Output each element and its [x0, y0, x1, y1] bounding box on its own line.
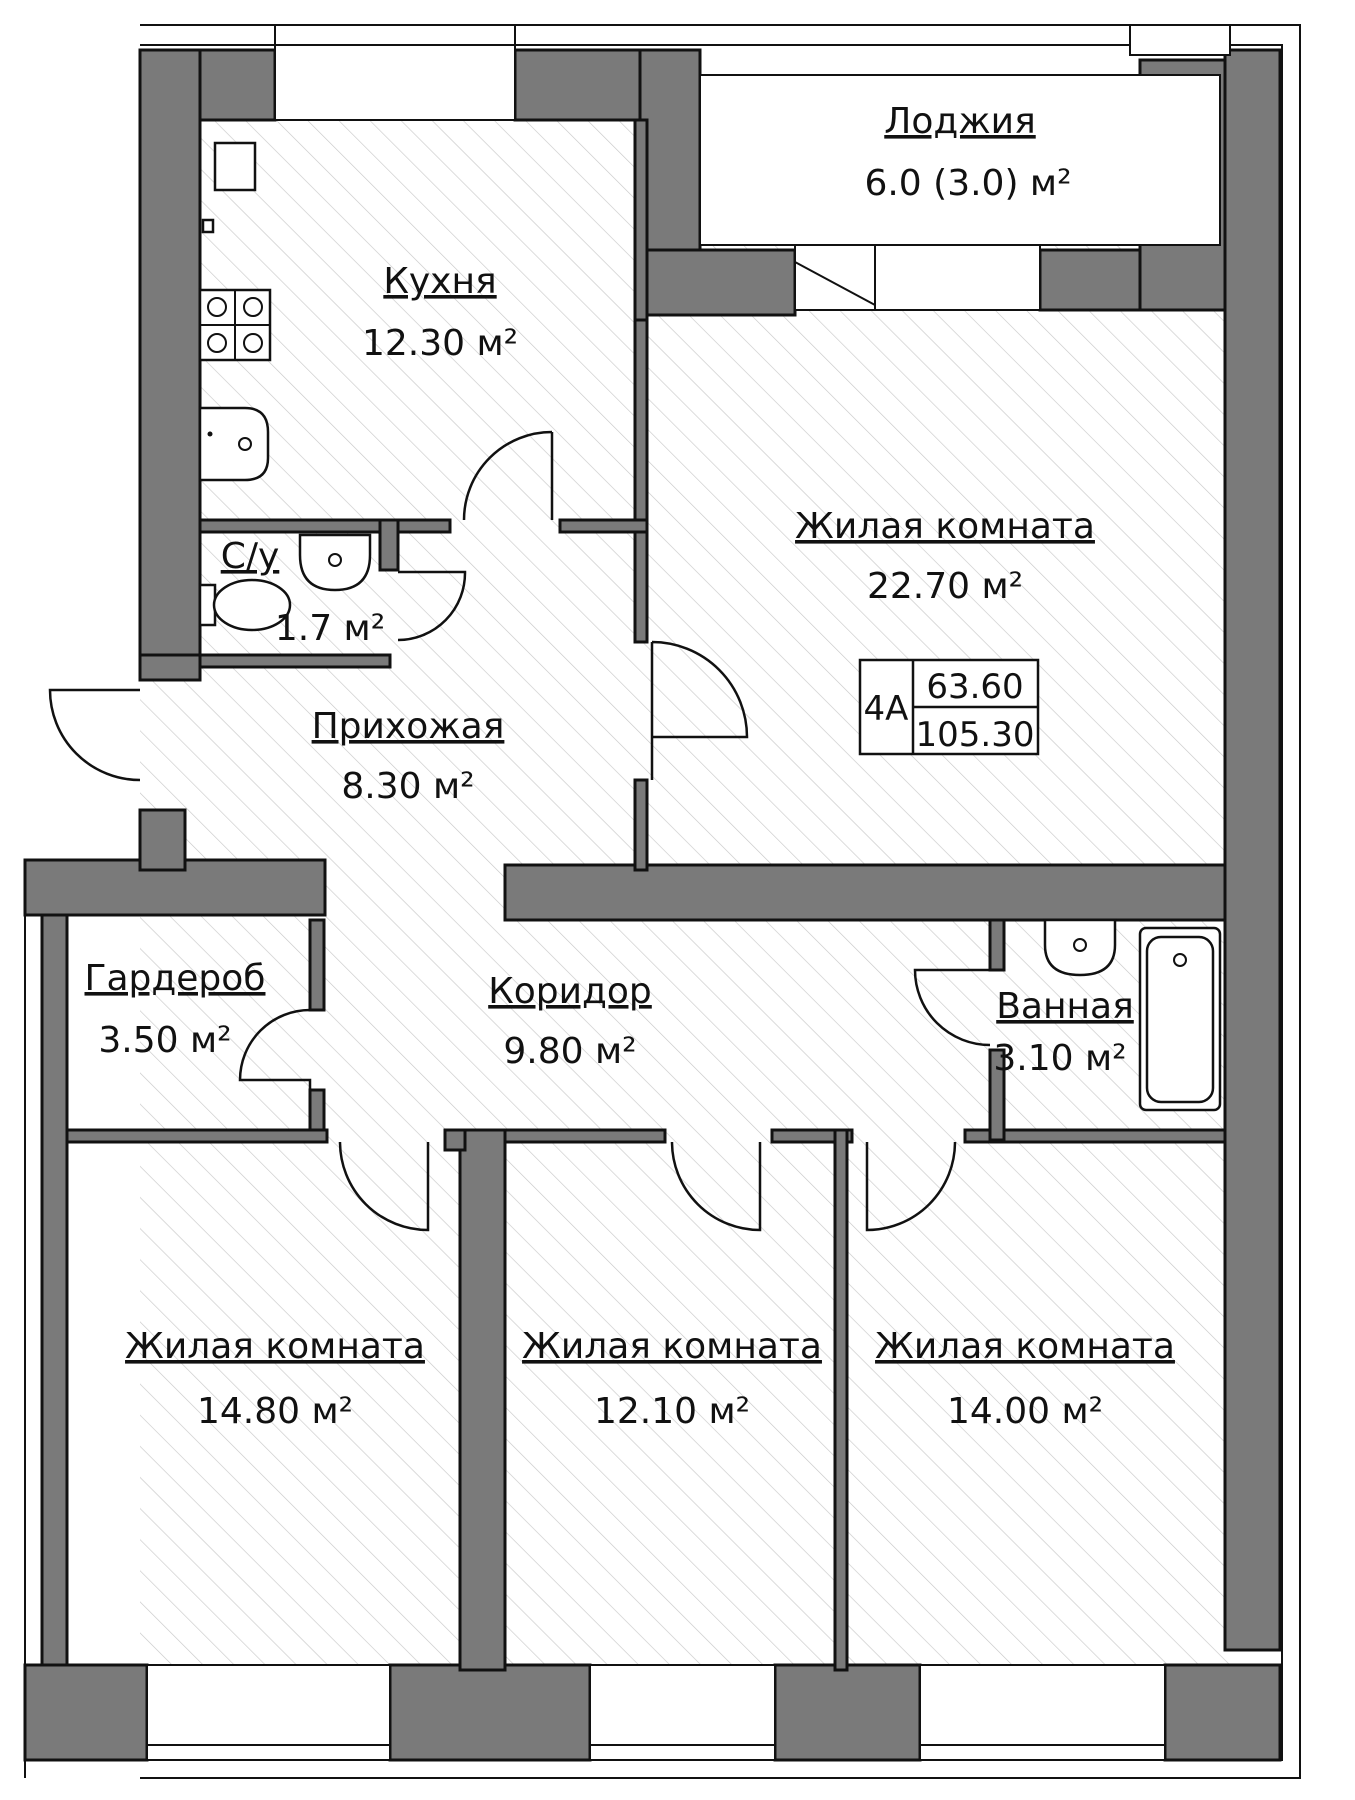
- loggia-name: Лоджия: [884, 101, 1035, 142]
- bathroom-sink-icon: [1043, 918, 1117, 977]
- corridor-name: Коридор: [488, 971, 652, 1012]
- living-right-door: [865, 1141, 957, 1232]
- entry-door: [48, 688, 141, 782]
- vent-duct-icon: [213, 141, 257, 192]
- kitchen-area: 12.30 м²: [362, 323, 518, 364]
- toilet-icon: [198, 578, 292, 632]
- kitchen-name: Кухня: [383, 261, 496, 302]
- living-main-name: Жилая комната: [795, 506, 1095, 547]
- wardrobe-name: Гардероб: [85, 958, 266, 999]
- room-labels: Лоджия 6.0 (3.0) м² Кухня 12.30 м² С/у 1…: [85, 101, 1175, 1432]
- living-mid-door: [670, 1141, 762, 1232]
- bathroom-door: [913, 968, 991, 1047]
- hall-area: 8.30 м²: [341, 766, 474, 807]
- corridor-area: 9.80 м²: [503, 1031, 636, 1072]
- living-right-name: Жилая комната: [875, 1326, 1175, 1367]
- bathtub-icon: [1138, 926, 1222, 1112]
- apartment-type: 4А: [864, 689, 909, 729]
- living-left-name: Жилая комната: [125, 1326, 425, 1367]
- wc-name: С/у: [221, 536, 280, 577]
- fixtures: [198, 141, 1222, 1112]
- living-mid-area: 12.10 м²: [594, 1391, 750, 1432]
- living-left-area: 14.80 м²: [197, 1391, 353, 1432]
- walls: [23, 48, 1282, 1762]
- total-area: 105.30: [916, 715, 1035, 755]
- apartment-info-box: 4А 63.60 105.30: [858, 658, 1040, 756]
- hall-name: Прихожая: [312, 706, 505, 747]
- bathroom-name: Ванная: [996, 986, 1134, 1027]
- doors: [48, 430, 991, 1232]
- wardrobe-door: [238, 1008, 312, 1090]
- stove-icon: [198, 288, 272, 362]
- loggia-area: 6.0 (3.0) м²: [864, 163, 1071, 204]
- living-main-area: 22.70 м²: [867, 566, 1023, 607]
- windows: [146, 24, 1231, 1761]
- bathroom-area: 3.10 м²: [993, 1038, 1126, 1079]
- living-mid-name: Жилая комната: [522, 1326, 822, 1367]
- wc-sink-icon: [298, 533, 372, 592]
- living-area-total: 63.60: [926, 667, 1023, 707]
- wc-area: 1.7 м²: [275, 608, 385, 649]
- kitchen-door: [462, 430, 554, 521]
- living-right-area: 14.00 м²: [947, 1391, 1103, 1432]
- living-left-door: [338, 1141, 430, 1232]
- wc-door: [397, 570, 467, 642]
- living-main-door: [650, 640, 749, 780]
- wardrobe-area: 3.50 м²: [98, 1020, 231, 1061]
- kitchen-sink-icon: [198, 406, 270, 482]
